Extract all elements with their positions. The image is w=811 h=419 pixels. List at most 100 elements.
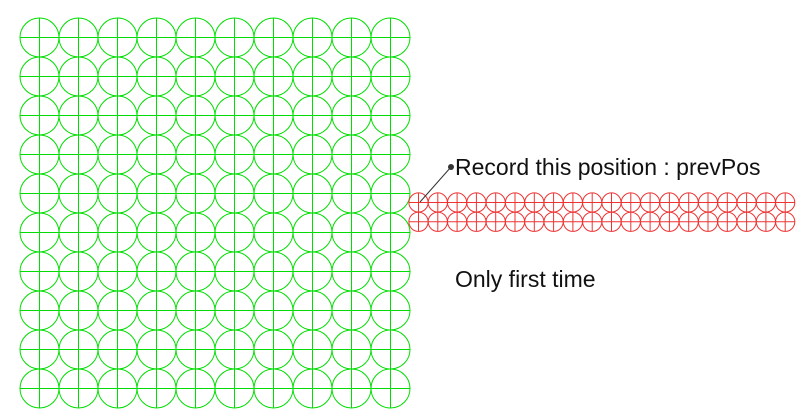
red-circle-1-18 [755,211,777,232]
green-circle-2-9 [370,95,411,136]
green-circle-4-2 [97,173,138,214]
green-circle-0-6 [253,17,294,58]
green-circle-4-7 [292,173,333,214]
green-circle-8-9 [370,329,411,370]
green-circle-5-1 [58,212,99,253]
red-circle-0-12 [640,192,661,213]
green-circle-8-2 [97,329,138,370]
green-circle-9-9 [370,368,411,409]
green-circle-7-0 [19,290,60,331]
red-circle-0-9 [582,192,603,213]
green-circle-0-1 [58,17,99,58]
green-circle-4-8 [331,173,372,214]
green-circle-3-3 [136,134,177,175]
red-circle-0-5 [504,192,526,213]
red-circle-1-1 [427,211,448,232]
red-circle-strip [408,192,796,232]
green-circle-3-1 [58,134,99,175]
red-circle-1-7 [543,211,564,232]
green-circle-2-7 [292,95,333,136]
green-circle-1-9 [370,56,411,97]
green-circle-2-6 [253,95,294,136]
green-circle-5-6 [253,212,294,253]
green-circle-7-2 [97,290,138,331]
green-circle-0-9 [370,17,411,58]
green-circle-6-9 [370,251,411,292]
red-circle-0-19 [775,192,796,213]
record-position-label: Record this position : prevPos [455,154,761,180]
green-circle-6-3 [136,251,177,292]
green-circle-7-9 [370,290,411,331]
red-circle-1-2 [447,211,468,232]
green-circle-9-4 [175,368,216,409]
green-circle-2-1 [58,95,99,136]
green-circle-7-3 [136,290,177,331]
green-circle-3-2 [97,134,138,175]
green-circle-9-0 [19,368,60,409]
green-circle-0-0 [19,17,60,58]
green-circle-4-4 [175,173,216,214]
green-circle-8-6 [253,329,294,370]
red-circle-1-9 [582,211,603,232]
green-circle-5-2 [97,212,138,253]
green-circle-9-3 [136,368,177,409]
green-circle-4-3 [136,173,177,214]
green-circle-1-4 [175,56,216,97]
green-circle-7-6 [253,290,294,331]
green-circle-1-3 [136,56,177,97]
green-circle-grid [19,17,411,409]
red-circle-1-10 [601,211,622,232]
only-first-time-label: Only first time [455,266,596,292]
green-circle-5-5 [214,212,255,253]
green-circle-6-8 [331,251,372,292]
red-circle-0-11 [620,192,641,213]
green-circle-0-4 [175,17,216,58]
green-circle-0-3 [136,17,177,58]
red-circle-1-4 [485,211,506,232]
green-circle-5-8 [331,212,372,253]
green-circle-5-3 [136,212,177,253]
green-circle-0-7 [292,17,333,58]
green-circle-9-5 [214,368,255,409]
green-circle-1-8 [331,56,372,97]
green-circle-1-6 [253,56,294,97]
green-circle-6-6 [253,251,294,292]
red-circle-1-0 [408,211,429,232]
green-circle-9-8 [331,368,372,409]
green-circle-3-6 [253,134,294,175]
green-circle-1-0 [19,56,60,97]
green-circle-7-5 [214,290,255,331]
green-circle-0-2 [97,17,138,58]
green-circle-6-7 [292,251,333,292]
green-circle-9-1 [58,368,99,409]
green-circle-9-2 [97,368,138,409]
red-circle-1-5 [504,211,526,232]
red-circle-1-15 [697,211,719,232]
green-circle-7-4 [175,290,216,331]
green-circle-1-2 [97,56,138,97]
green-circle-4-6 [253,173,294,214]
pointer-dot [448,164,454,170]
green-circle-5-4 [175,212,216,253]
green-circle-2-0 [19,95,60,136]
red-circle-1-14 [678,211,699,232]
pointer-line [419,166,452,203]
green-circle-2-5 [214,95,255,136]
green-circle-8-8 [331,329,372,370]
green-circle-3-7 [292,134,333,175]
green-circle-1-7 [292,56,333,97]
green-circle-5-0 [19,212,60,253]
red-circle-1-16 [717,211,738,232]
red-circle-0-17 [736,192,757,213]
green-circle-3-4 [175,134,216,175]
green-circle-6-4 [175,251,216,292]
green-circle-2-3 [136,95,177,136]
green-circle-1-5 [214,56,255,97]
red-circle-0-2 [447,192,468,213]
red-circle-0-7 [543,192,564,213]
red-circle-1-19 [775,211,796,232]
red-circle-0-15 [697,192,719,213]
green-circle-8-5 [214,329,255,370]
green-circle-8-3 [136,329,177,370]
